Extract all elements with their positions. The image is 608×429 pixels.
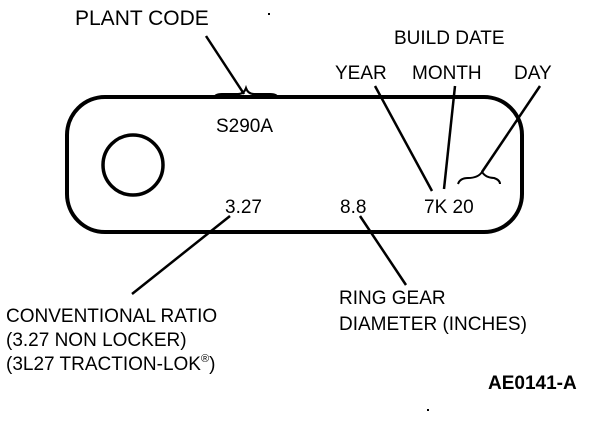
plant-code-leader <box>204 35 246 95</box>
plant-code-value: S290A <box>216 116 273 137</box>
build-date-label: BUILD DATE <box>394 28 505 49</box>
day-label: DAY <box>514 63 552 84</box>
month-leader <box>442 85 457 190</box>
year-leader <box>373 85 434 192</box>
conventional-ratio-label: CONVENTIONAL RATIO <box>6 306 217 327</box>
ring-gear-value: 8.8 <box>340 197 366 218</box>
day-leader <box>480 85 542 173</box>
build-date-value: 7K 20 <box>424 197 474 218</box>
tag-plate <box>65 95 524 234</box>
plant-code-brace <box>213 84 279 100</box>
scan-speck <box>427 409 429 411</box>
ring-gear-label: RING GEAR <box>339 288 446 309</box>
day-brace <box>457 170 501 185</box>
registered-mark: ® <box>201 353 209 365</box>
plant-code-label: PLANT CODE <box>75 7 209 30</box>
ring-gear-diameter-label: DIAMETER (INCHES) <box>339 314 527 335</box>
year-label: YEAR <box>335 63 387 84</box>
ring-gear-leader <box>358 215 408 286</box>
non-locker-label: (3.27 NON LOCKER) <box>6 330 187 351</box>
scan-speck <box>268 13 270 15</box>
traction-lok-label: (3L27 TRACTION-LOK®) <box>6 353 215 375</box>
ratio-value: 3.27 <box>225 197 262 218</box>
month-label: MONTH <box>412 63 482 84</box>
ratio-leader <box>131 215 231 295</box>
tag-mounting-hole <box>101 133 165 197</box>
figure-id: AE0141-A <box>488 373 577 394</box>
